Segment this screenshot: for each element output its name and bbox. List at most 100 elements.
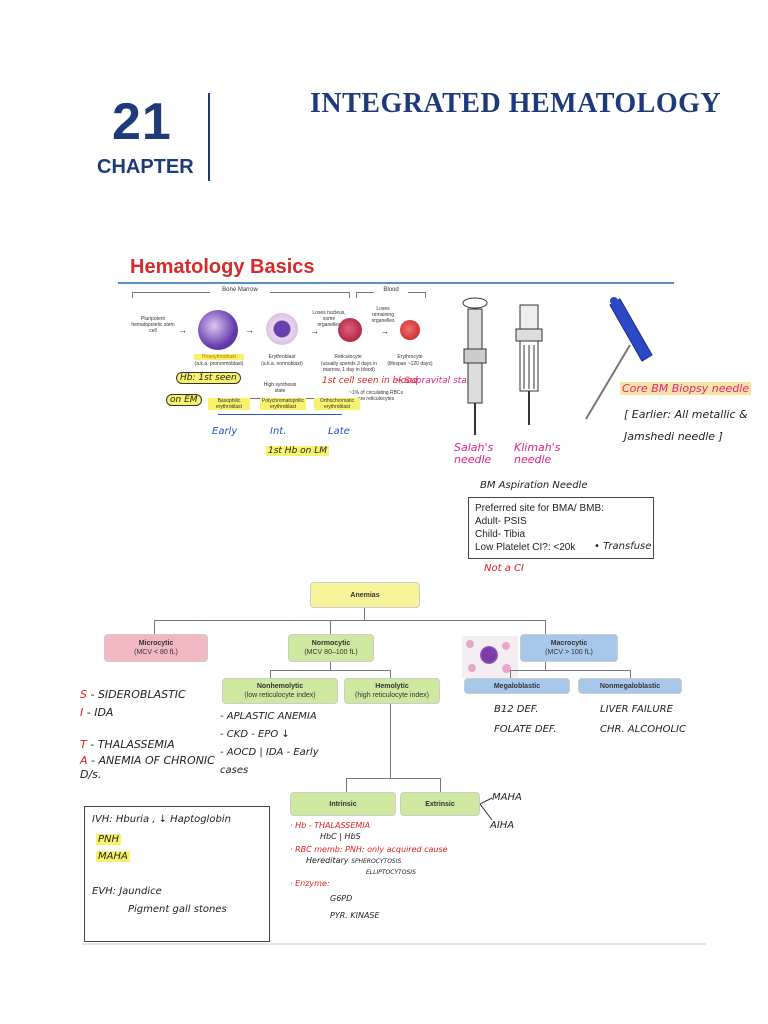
first-blood-note: 1st cell seen in blood	[322, 376, 418, 386]
list-item: FOLATE DEF.	[494, 724, 557, 735]
early-note: Early	[212, 426, 238, 437]
nonhemolytic-node: Nonhemolytic (low reticulocyte index)	[222, 678, 338, 704]
stage-bracket	[218, 414, 342, 415]
tree-line	[440, 778, 441, 792]
bracket-tick	[349, 292, 350, 298]
bracket-tick	[132, 292, 133, 298]
normocytic-node: Normocytic (MCV 80–100 fL)	[288, 634, 374, 662]
first-hb-lm-note: 1st Hb on LM	[266, 446, 329, 456]
tree-line	[510, 670, 630, 671]
arrow-icon: →	[178, 325, 187, 335]
blood-label: Blood	[374, 287, 408, 294]
intrinsic-notes: · Hb - THALASSEMIA HbC | HbS · RBC memb:…	[290, 820, 490, 921]
list-item: T - THALASSEMIA	[80, 738, 175, 751]
arrow-icon: →	[245, 325, 254, 335]
tree-line	[270, 670, 271, 678]
blood-smear-image	[462, 636, 518, 678]
supravital-note: → Supravital stain	[394, 376, 475, 386]
tree-line	[270, 670, 390, 671]
core-biopsy-needle-illustration	[585, 297, 653, 420]
bracket-tick	[356, 292, 357, 298]
list-item: - CKD - EPO ↓	[220, 729, 290, 740]
retic-percent-note: ~1% of circulating RBCs are reticulocyte…	[348, 390, 404, 402]
reticulocyte-cell	[338, 318, 362, 342]
basophilic-label: Basophilic erythroblast	[208, 398, 250, 410]
maha-label: MAHA	[492, 792, 522, 803]
erythrocyte-subtitle: (lifespan ~120 days)	[387, 361, 433, 367]
orthochromatic-label: Orthochromatic erythroblast	[314, 398, 360, 410]
proerythroblast-cell	[198, 310, 238, 350]
hemolytic-label: Hemolytic	[375, 683, 409, 690]
tree-line	[154, 620, 546, 621]
list-item: B12 DEF.	[494, 704, 539, 715]
pref-adult: Adult- PSIS	[475, 516, 527, 527]
intrinsic-hb-note: · Hb - THALASSEMIA	[290, 821, 371, 830]
transfuse-note: • Transfuse	[594, 541, 652, 552]
tree-line	[545, 620, 546, 634]
aiha-label: AIHA	[490, 820, 515, 831]
ivh-note: IVH: Hburia , ↓ Haptoglobin	[92, 814, 231, 825]
hb-first-seen-note: Hb: 1st seen	[176, 372, 241, 384]
arrow-icon: →	[310, 326, 319, 336]
intrinsic-enzyme-note: · Enzyme:	[290, 879, 330, 888]
microcytic-subtitle: (MCV < 80 fL)	[134, 649, 178, 656]
page-title: INTEGRATED HEMATOLOGY	[310, 88, 722, 119]
list-item: I - IDA	[80, 706, 114, 719]
bone-marrow-label: Bone Marrow	[210, 287, 270, 294]
reticulocyte-label: Reticulocyte	[334, 354, 362, 360]
tree-line	[330, 662, 331, 670]
arrow-icon: →	[380, 326, 389, 336]
salah-needle-label: Salah's needle	[454, 441, 494, 466]
nonmegaloblastic-list: LIVER FAILURE CHR. ALCOHOLIC	[600, 700, 686, 740]
aspiration-needles-illustration	[462, 297, 543, 435]
bracket-tick	[425, 292, 426, 298]
tree-line	[545, 662, 546, 670]
tree-line	[346, 778, 347, 792]
list-item: S - SIDEROBLASTIC	[80, 688, 186, 701]
evh-note: EVH: Jaundice	[92, 886, 162, 897]
tree-line	[330, 620, 331, 634]
tree-line	[390, 704, 391, 778]
tree-line	[364, 608, 365, 620]
bm-aspiration-label: BM Aspiration Needle	[480, 480, 588, 491]
megaloblastic-node: Megaloblastic	[464, 678, 570, 694]
nonhemolytic-label: Nonhemolytic	[256, 683, 304, 690]
pref-platelet: Low Platelet CI?: <20k	[475, 542, 576, 553]
chapter-divider	[208, 93, 210, 181]
chapter-label: CHAPTER	[97, 156, 194, 178]
hemolytic-subtitle: (high reticulocyte index)	[355, 692, 429, 699]
intrinsic-hereditary-row: Hereditary SPHEROCYTOSIS	[306, 856, 402, 865]
pref-child: Child- Tibia	[475, 529, 526, 540]
proerythroblast-subtitle: (a.k.a. pronormoblast)	[194, 361, 244, 367]
loses-nucleus-note: Loses nucleus, some organelles	[312, 310, 346, 328]
intrinsic-pyr-note: PYR. KINASE	[330, 911, 380, 920]
intrinsic-ellipto-note: ELLIPTOCYTOSIS	[366, 869, 416, 876]
list-item: CHR. ALCOHOLIC	[600, 724, 686, 735]
megaloblastic-list: B12 DEF. FOLATE DEF.	[494, 700, 557, 740]
erythroblast-subtitle: (a.k.a. normoblast)	[261, 361, 303, 367]
macrocytic-subtitle: (MCV > 100 fL)	[545, 649, 593, 656]
list-item: A - ANEMIA OF CHRONIC D/s.	[80, 754, 215, 781]
reticulocyte-subtitle: (usually spends 3 days in marrow, 1 day …	[320, 361, 378, 373]
earlier-note: [ Earlier: All metallic & Jamshedi needl…	[624, 408, 748, 443]
anemias-node: Anemias	[310, 582, 420, 608]
tree-line	[630, 670, 631, 678]
tree-line	[390, 670, 391, 678]
not-ci-note: Not a CI	[484, 563, 524, 574]
nonhemolytic-list: - APLASTIC ANEMIA - CKD - EPO ↓ - AOCD |…	[220, 708, 340, 780]
microcytic-label: Microcytic	[138, 640, 174, 647]
list-item: - APLASTIC ANEMIA	[220, 711, 317, 722]
list-item: LIVER FAILURE	[600, 704, 673, 715]
maha-note: MAHA	[96, 851, 130, 862]
loses-organelles-note: Loses remaining organelles	[371, 306, 395, 324]
intrinsic-rbc-note: · RBC memb: PNH: only acquired cause	[290, 845, 448, 854]
pref-title: Preferred site for BMA/ BMB:	[475, 503, 604, 514]
erythrocyte-cell	[400, 320, 420, 340]
basics-heading: Hematology Basics	[130, 256, 315, 278]
pigment-gallstones-note: Pigment gall stones	[128, 904, 227, 915]
preferred-site-box: Preferred site for BMA/ BMB: Adult- PSIS…	[468, 497, 654, 559]
macrocytic-label: Macrocytic	[550, 640, 588, 647]
polychromatophilic-label: Polychromatophilic erythroblast	[260, 398, 306, 410]
nonhemolytic-subtitle: (low reticulocyte index)	[244, 692, 316, 699]
ivh-evh-box	[84, 806, 270, 942]
